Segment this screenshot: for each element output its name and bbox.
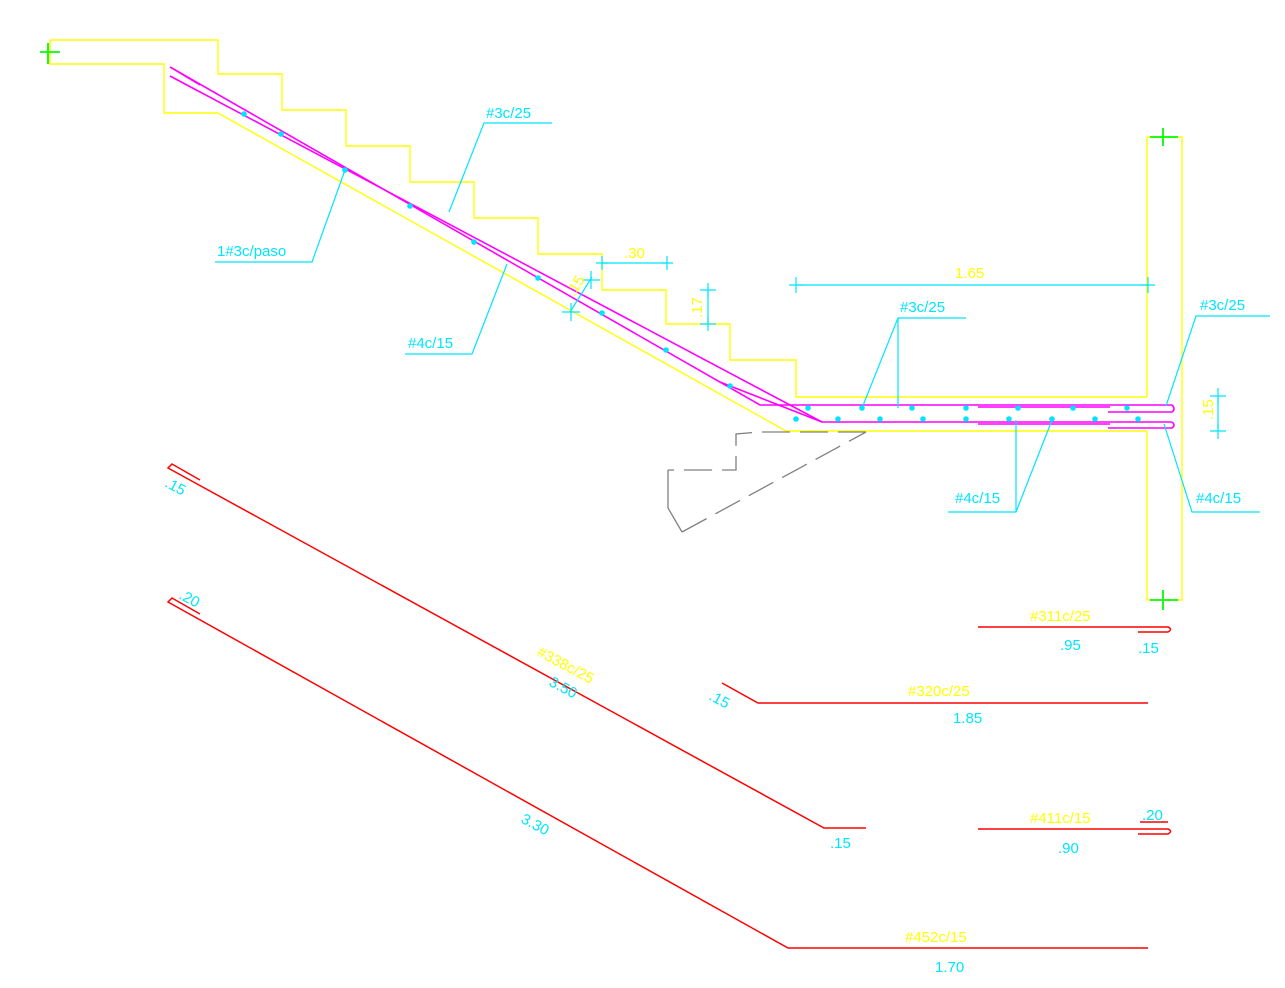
bar-segment-label: .15: [162, 475, 188, 500]
leader-line: [405, 263, 508, 355]
bar-shape: [978, 821, 1172, 835]
stair-steps-outline: [50, 39, 1147, 398]
concrete-outline: [49, 39, 1183, 601]
bar-segment-label: .15: [830, 835, 851, 852]
dim-riser-label: .17: [689, 297, 706, 318]
dim-tick-icon: [700, 283, 716, 297]
leader-line: [448, 122, 552, 213]
label-rebar-bottom-flight: #4c/15: [408, 335, 453, 352]
bar-320: .15 #320c/25 1.85: [706, 682, 1148, 727]
dim-tick-icon: [562, 303, 580, 321]
bar-segment-label: .20: [176, 587, 202, 612]
bar-schedule: .15 3.50 .15 #338c/25 .20 3.30 #452c/15 …: [162, 463, 1172, 976]
bar-shape: [166, 597, 1148, 949]
dim-wall-thickness-label: .15: [1200, 399, 1217, 420]
dim-tick-icon: [1141, 277, 1155, 293]
annotations: #3c/25 1#3c/paso #4c/15 .15 .30 .17 1.65…: [215, 105, 1270, 513]
label-rebar-landing-top: #3c/25: [900, 299, 945, 316]
leader-line: [1165, 315, 1270, 407]
bar-shape: [978, 626, 1172, 633]
dim-tread-label: .30: [624, 245, 645, 262]
bar-segment-label: .15: [1138, 640, 1159, 657]
bar-311: #311c/25 .95 .15: [978, 608, 1172, 657]
flight-soffit: [217, 112, 1147, 432]
dim-line-thickness: [569, 276, 593, 313]
bar-411: #411c/15 .90 .20: [978, 807, 1172, 857]
bar-segment-label: .20: [1142, 807, 1163, 824]
hidden-edge: [667, 470, 683, 533]
bar-shape: [721, 682, 1148, 704]
bar-segment-label: 1.85: [953, 710, 982, 727]
distribution-bars: [241, 111, 1141, 422]
bar-segment-label: .15: [706, 688, 732, 713]
break-mark-icon: [40, 43, 60, 64]
rebar-lines: [169, 66, 1175, 429]
bar-mark-label: #452c/15: [905, 929, 967, 946]
break-mark-icon: [1150, 590, 1178, 610]
bar-segment-label: .90: [1058, 840, 1079, 857]
label-rebar-wall-bottom: #4c/15: [1196, 490, 1241, 507]
label-rebar-per-step: 1#3c/paso: [217, 243, 286, 260]
label-rebar-landing-bottom: #4c/15: [955, 490, 1000, 507]
break-marks: [40, 43, 1178, 610]
dim-tick-icon: [789, 277, 803, 293]
rebar-hook-bottom: [1108, 421, 1175, 429]
bar-segment-label: .95: [1060, 637, 1081, 654]
hidden-flight: [667, 431, 867, 533]
leader-line: [861, 317, 966, 409]
bar-mark-label: #311c/25: [1030, 608, 1091, 625]
leader-line: [215, 169, 346, 263]
hidden-soffit-line: [681, 431, 867, 533]
rebar-bottom: [169, 75, 1172, 423]
dim-tick-icon: [1210, 423, 1226, 439]
leader-line: [1163, 423, 1260, 513]
label-rebar-top-flight: #3c/25: [486, 105, 531, 122]
bar-shape: [166, 463, 866, 829]
rebar-top: [169, 66, 1172, 406]
bar-452: .20 3.30 #452c/15 3.30 1.70: [166, 587, 1148, 976]
dim-tick-icon: [582, 271, 600, 289]
top-slab-underside: [49, 40, 218, 114]
label-rebar-wall-top: #3c/25: [1200, 297, 1245, 314]
wall-outline: [1147, 136, 1183, 601]
dim-tick-icon: [596, 256, 608, 270]
dim-tick-icon: [700, 317, 716, 331]
bar-mark-label: #320c/25: [908, 683, 970, 700]
dim-tick-icon: [1210, 388, 1226, 404]
bar-landing-length-label: 1.70: [935, 959, 964, 976]
bar-mark-label: #411c/15: [1030, 810, 1091, 827]
rebar-hook-top: [1108, 404, 1175, 413]
break-mark-icon: [1150, 128, 1178, 146]
hidden-step-line: [668, 431, 866, 471]
dim-landing-label: 1.65: [955, 265, 984, 282]
bar-segment-label: 3.30: [518, 811, 552, 840]
rebar-lap: [719, 381, 823, 423]
dim-tick-icon: [661, 256, 673, 270]
